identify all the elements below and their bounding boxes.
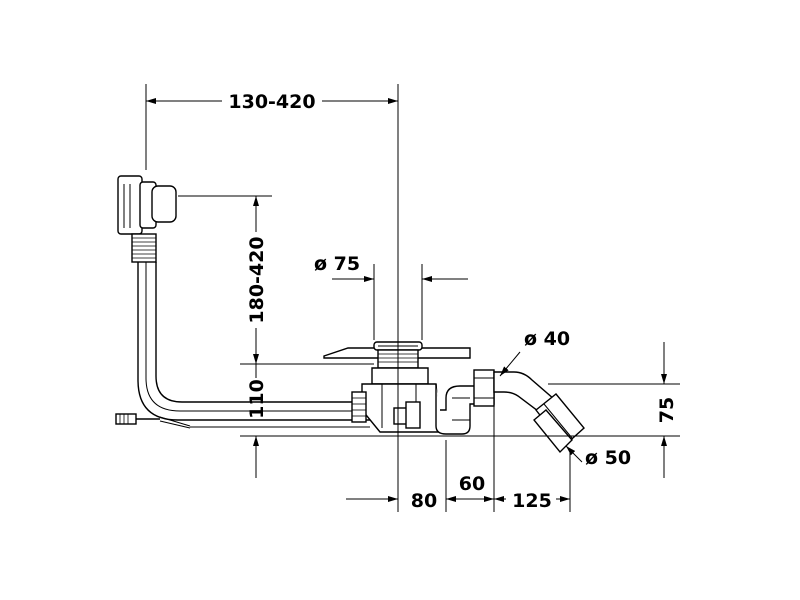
dim-overflow-height: 180-420 [246,236,268,323]
dim-length-80: 80 [411,490,437,512]
bowden-cable [115,413,370,429]
overflow-pipe [137,262,380,421]
dim-drain-diameter: ø 75 [314,253,360,275]
dim-length-125: 125 [512,490,552,512]
outlet-pipe [473,369,585,454]
overflow-head [117,175,177,235]
dim-height-75: 75 [656,397,678,423]
dim-pipe-diameter: ø 40 [524,328,570,350]
flex-connector [131,233,157,263]
dim-length-60: 60 [459,473,485,495]
dim-outlet-diameter: ø 50 [585,447,631,469]
dim-height-110: 110 [246,379,268,419]
drain-body [351,367,441,433]
dimension-lines [145,84,680,512]
dim-overflow-reach: 130-420 [228,91,315,113]
